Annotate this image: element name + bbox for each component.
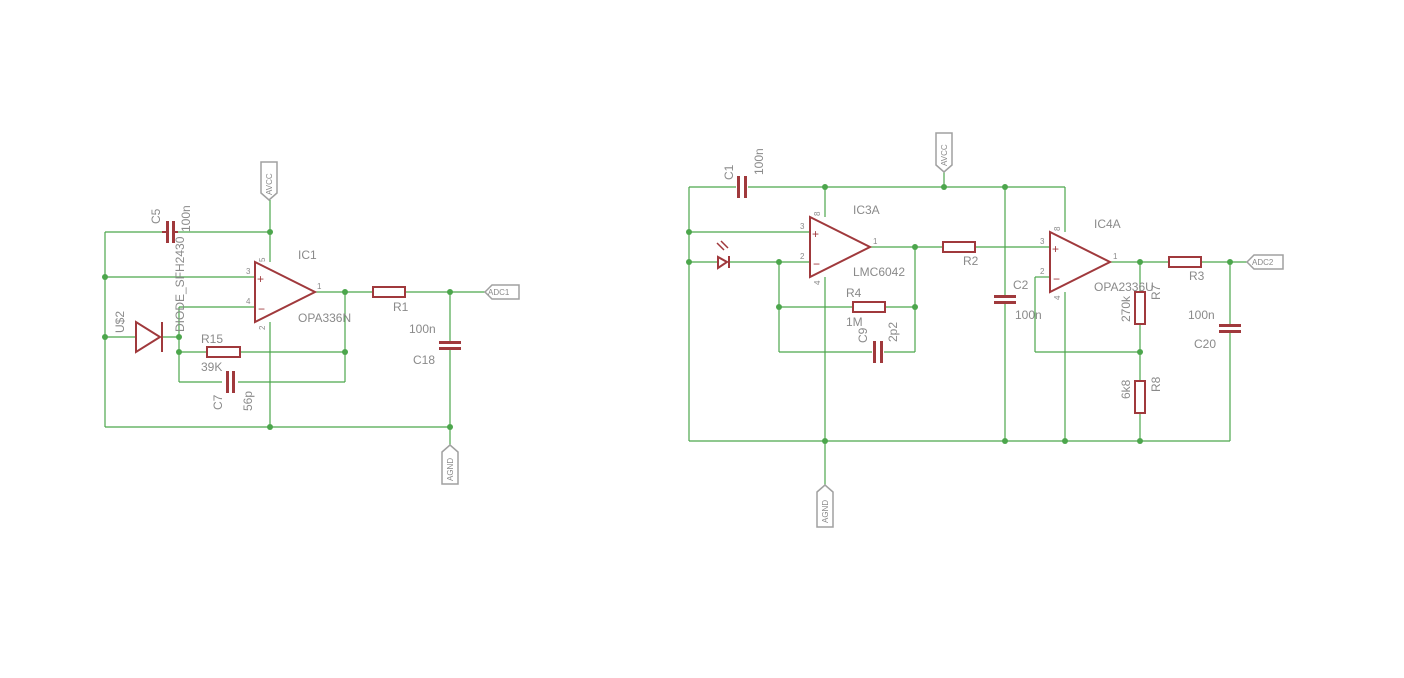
- svg-text:−: −: [813, 257, 820, 271]
- c18-name: C18: [413, 353, 435, 367]
- u2-photodiode: U$2 DIODE_SFH2430: [113, 236, 187, 354]
- circuit-2: AVCC AGND ADC2 C1 100n +: [686, 132, 1284, 528]
- r4-name: R4: [846, 286, 862, 300]
- ic1-pin-vminus: 2: [258, 325, 267, 330]
- r3-name: R3: [1189, 269, 1205, 283]
- r1-name: R1: [393, 300, 409, 314]
- svg-text:+: +: [257, 272, 264, 286]
- c2-value: 100n: [1015, 308, 1042, 322]
- c18-value: 100n: [409, 322, 436, 336]
- ic4a-name: IC4A: [1094, 217, 1121, 231]
- c2-name: C2: [1013, 278, 1029, 292]
- ic1-pin-plus: 3: [246, 267, 251, 276]
- photodiode-2: [716, 240, 730, 270]
- ic1-name: IC1: [298, 248, 317, 262]
- r8-name: R8: [1149, 376, 1163, 392]
- adc1-port: ADC1: [483, 284, 520, 300]
- ic3a-pin-vminus: 4: [813, 280, 822, 285]
- ic3a-pin-out: 1: [873, 237, 878, 246]
- c1-value: 100n: [752, 148, 766, 175]
- c1-capacitor: C1 100n: [722, 148, 766, 198]
- r3-resistor: R3: [1168, 256, 1205, 283]
- r8-value: 6k8: [1119, 379, 1133, 399]
- c9-capacitor: C9 2p2: [856, 322, 900, 363]
- adc2-port-label: ADC2: [1252, 258, 1274, 267]
- agnd-port-1: AGND: [441, 444, 459, 485]
- r2-name: R2: [963, 254, 979, 268]
- r15-resistor: R15 39K: [201, 332, 241, 374]
- r8-resistor: 6k8 R8: [1119, 376, 1163, 414]
- ic1-pin-minus: 4: [246, 297, 251, 306]
- ic1-opamp: + − 3 4 1 5 2 IC1 OPA336N: [246, 248, 351, 330]
- r4-resistor: R4 1M: [846, 286, 886, 329]
- ic1-pin-out: 1: [317, 282, 322, 291]
- ic4a-pin-vplus: 8: [1053, 226, 1062, 231]
- c2-capacitor: C2 100n: [994, 278, 1042, 322]
- r15-value: 39K: [201, 360, 222, 374]
- circuit-1: AVCC AGND ADC1 + − 3 4 1 5 2 IC1 OPA336N: [102, 161, 520, 485]
- r7-value: 270k: [1119, 295, 1133, 322]
- c1-name: C1: [722, 164, 736, 180]
- r7-resistor: 270k R7: [1119, 284, 1163, 325]
- avcc-port-1: AVCC: [260, 161, 278, 201]
- r15-name: R15: [201, 332, 223, 346]
- circuit-2-junctions: [686, 184, 1233, 444]
- ic4a-pin-vminus: 4: [1053, 295, 1062, 300]
- agnd-port-2-label: AGND: [821, 500, 830, 523]
- ic1-pin-vplus: 5: [258, 257, 267, 262]
- c5-value: 100n: [179, 205, 193, 232]
- u2-name: U$2: [113, 311, 127, 333]
- circuit-2-wires: [688, 172, 1247, 485]
- avcc-port-2: AVCC: [935, 132, 953, 173]
- ic4a-pin-out: 1: [1113, 252, 1118, 261]
- ic3a-name: IC3A: [853, 203, 880, 217]
- c9-value: 2p2: [886, 322, 900, 342]
- ic1-value: OPA336N: [298, 311, 351, 325]
- r7-name: R7: [1149, 284, 1163, 300]
- c7-name: C7: [211, 394, 225, 410]
- adc1-port-label: ADC1: [488, 288, 510, 297]
- svg-text:+: +: [1052, 242, 1059, 256]
- agnd-port-2: AGND: [816, 484, 834, 528]
- agnd-port-1-label: AGND: [446, 458, 455, 481]
- svg-text:−: −: [1053, 272, 1060, 286]
- ic4a-opamp: + − 3 2 1 8 4 IC4A OPA2336U: [1040, 217, 1154, 300]
- r4-value: 1M: [846, 315, 863, 329]
- avcc-port-2-label: AVCC: [940, 144, 949, 166]
- svg-text:−: −: [258, 302, 265, 316]
- c7-capacitor: C7 56p: [211, 371, 255, 411]
- r2-resistor: R2: [942, 241, 979, 268]
- c20-capacitor: 100n C20: [1188, 308, 1241, 351]
- ic3a-pin-vplus: 8: [813, 211, 822, 216]
- ic4a-pin-plus: 3: [1040, 237, 1045, 246]
- circuit-1-junctions: [102, 229, 453, 430]
- ic3a-pin-minus: 2: [800, 252, 805, 261]
- c7-value: 56p: [241, 391, 255, 411]
- ic4a-value: OPA2336U: [1094, 280, 1154, 294]
- ic4a-pin-minus: 2: [1040, 267, 1045, 276]
- r1-resistor: R1: [372, 286, 409, 314]
- adc2-port: ADC2: [1245, 254, 1284, 270]
- u2-value: DIODE_SFH2430: [173, 236, 187, 332]
- c18-capacitor: 100n C18: [409, 322, 461, 367]
- c5-name: C5: [149, 208, 163, 224]
- c20-value: 100n: [1188, 308, 1215, 322]
- ic3a-pin-plus: 3: [800, 222, 805, 231]
- avcc-port-1-label: AVCC: [265, 173, 274, 195]
- c20-name: C20: [1194, 337, 1216, 351]
- c9-name: C9: [856, 327, 870, 343]
- svg-text:+: +: [812, 227, 819, 241]
- ic3a-value: LMC6042: [853, 265, 905, 279]
- ic3a-opamp: + − 3 2 1 8 4 IC3A LMC6042: [800, 203, 905, 285]
- c5-capacitor: C5 100n: [149, 205, 193, 243]
